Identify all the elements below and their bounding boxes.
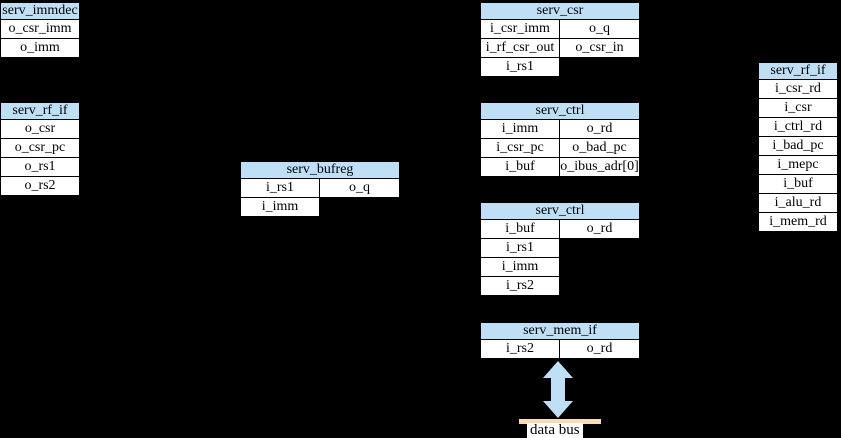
port-row: i_rs1 [480, 57, 640, 77]
module-title: serv_ctrl [480, 102, 640, 120]
port-cell: i_imm [240, 197, 320, 217]
port-cell: i_csr_pc [480, 138, 560, 158]
port-row: i_rs2 o_rd [480, 339, 640, 359]
port-row: i_rs2 [480, 276, 640, 296]
port-row: o_csr_imm [0, 19, 80, 39]
port-row: i_csr [758, 98, 838, 118]
module-serv-rf-if-right: serv_rf_if i_csr_rd i_csr i_ctrl_rd i_ba… [758, 62, 838, 232]
port-cell: o_q [559, 19, 640, 39]
module-title: serv_csr [480, 2, 640, 20]
port-row: o_rs1 [0, 157, 80, 177]
port-cell: i_csr [758, 98, 838, 118]
port-cell: i_rs1 [240, 178, 320, 198]
port-cell: o_rd [559, 119, 640, 139]
port-row: i_ctrl_rd [758, 117, 838, 137]
port-row: o_csr [0, 119, 80, 139]
module-serv-immdec: serv_immdec o_csr_imm o_imm [0, 2, 80, 58]
port-cell: o_csr [0, 119, 80, 139]
port-row: i_buf [758, 174, 838, 194]
port-row: i_mem_rd [758, 212, 838, 232]
port-cell: i_rs1 [480, 57, 560, 77]
port-row: i_rs1 [480, 238, 640, 258]
port-cell: i_mepc [758, 155, 838, 175]
port-cell: o_csr_pc [0, 138, 80, 158]
data-bus-bar [519, 419, 601, 424]
port-cell: i_csr_rd [758, 79, 838, 99]
module-serv-bufreg: serv_bufreg i_rs1 o_q i_imm [240, 161, 400, 217]
port-cell: o_rs1 [0, 157, 80, 177]
module-title: serv_ctrl [480, 202, 640, 220]
port-row: i_csr_pc o_bad_pc [480, 138, 640, 158]
port-row: i_buf o_rd [480, 219, 640, 239]
module-serv-csr: serv_csr i_csr_imm o_q i_rf_csr_out o_cs… [480, 2, 640, 77]
port-row: i_alu_rd [758, 193, 838, 213]
port-cell: o_q [319, 178, 400, 198]
double-arrow-icon [543, 361, 573, 418]
port-row: i_imm [240, 197, 400, 217]
port-cell: o_csr_in [559, 38, 640, 58]
port-row: i_csr_rd [758, 79, 838, 99]
port-row: i_rs1 o_q [240, 178, 400, 198]
module-serv-mem-if: serv_mem_if i_rs2 o_rd [480, 322, 640, 359]
port-cell: o_imm [0, 38, 80, 58]
port-cell: o_bad_pc [559, 138, 640, 158]
port-cell: i_mem_rd [758, 212, 838, 232]
port-row: i_buf o_ibus_adr[0] [480, 157, 640, 177]
port-cell: i_buf [758, 174, 838, 194]
port-row: i_imm o_rd [480, 119, 640, 139]
port-cell: i_rf_csr_out [480, 38, 560, 58]
port-row: i_mepc [758, 155, 838, 175]
port-cell: o_rd [559, 219, 640, 239]
port-row: o_csr_pc [0, 138, 80, 158]
module-title: serv_bufreg [240, 161, 400, 179]
port-row: i_imm [480, 257, 640, 277]
module-title: serv_mem_if [480, 322, 640, 340]
port-cell: i_ctrl_rd [758, 117, 838, 137]
port-row: o_imm [0, 38, 80, 58]
port-cell: o_rs2 [0, 176, 80, 196]
port-cell: i_rs1 [480, 238, 560, 258]
port-cell: o_rd [559, 339, 640, 359]
port-cell: i_imm [480, 119, 560, 139]
port-cell: i_bad_pc [758, 136, 838, 156]
port-cell: o_csr_imm [0, 19, 80, 39]
port-cell: i_rs2 [480, 276, 560, 296]
port-cell: o_ibus_adr[0] [559, 157, 640, 177]
module-serv-ctrl-1: serv_ctrl i_imm o_rd i_csr_pc o_bad_pc i… [480, 102, 640, 177]
port-row: i_csr_imm o_q [480, 19, 640, 39]
port-row: i_bad_pc [758, 136, 838, 156]
module-serv-rf-if-left: serv_rf_if o_csr o_csr_pc o_rs1 o_rs2 [0, 102, 80, 196]
port-cell: i_alu_rd [758, 193, 838, 213]
port-cell: i_imm [480, 257, 560, 277]
module-title: serv_rf_if [758, 62, 838, 80]
port-row: o_rs2 [0, 176, 80, 196]
module-title: serv_immdec [0, 2, 80, 20]
data-bus-label: data bus [527, 423, 583, 438]
module-title: serv_rf_if [0, 102, 80, 120]
port-row: i_rf_csr_out o_csr_in [480, 38, 640, 58]
port-cell: i_csr_imm [480, 19, 560, 39]
module-serv-ctrl-2: serv_ctrl i_buf o_rd i_rs1 i_imm i_rs2 [480, 202, 640, 296]
port-cell: i_buf [480, 157, 560, 177]
port-cell: i_buf [480, 219, 560, 239]
port-cell: i_rs2 [480, 339, 560, 359]
